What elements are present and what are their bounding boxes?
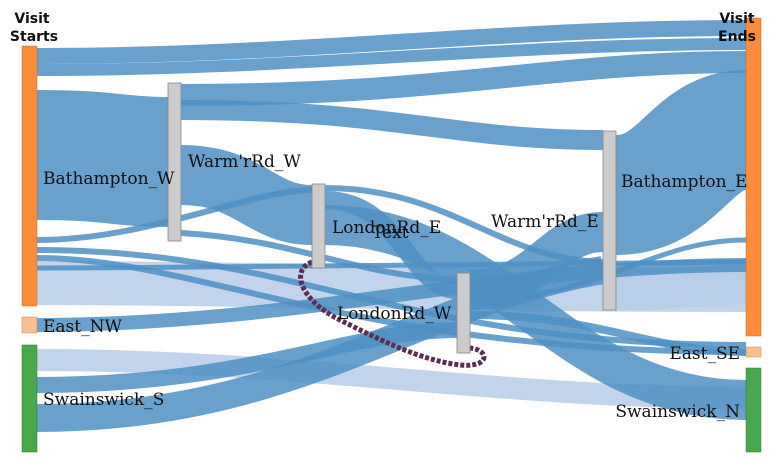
node-visit-ends[interactable] <box>745 17 762 337</box>
label-warmrd-e: Warm'rRd_E <box>491 212 599 232</box>
flow-bathw-warmw <box>36 90 169 227</box>
loop-flow <box>298 259 487 368</box>
flow-thin-8 <box>36 259 747 271</box>
flow-thin-2 <box>36 255 747 355</box>
node-swainswick-s[interactable] <box>21 344 38 453</box>
left-title-line2: Starts <box>10 29 58 45</box>
flow-thin-6 <box>469 311 747 356</box>
flow-thin-1 <box>36 247 747 348</box>
flow-bathe-ends <box>611 70 751 255</box>
label-swainswick-n: Swainswick_N <box>615 402 740 422</box>
flow-bathw-ends-2 <box>36 38 747 76</box>
flow-warmw-bathe <box>180 100 604 150</box>
node-labels: Bathampton_W East_NW Swainswick_S Warm'r… <box>43 152 747 422</box>
flow-thin-5 <box>469 237 747 303</box>
flow-warmw-londone <box>179 145 314 245</box>
right-title-line2: Ends <box>718 29 756 45</box>
flow-swains-warme <box>36 256 606 432</box>
left-title-line1: Visit <box>14 11 50 27</box>
flow-warmw-ends <box>180 51 747 106</box>
label-warmrd-w: Warm'rRd_W <box>188 152 301 172</box>
node-londonrd-e[interactable] <box>311 183 326 269</box>
label-londonrd-e: LondonRd_E <box>332 218 441 238</box>
node-east-se[interactable] <box>745 346 762 358</box>
flow-bathe-to-ends-light <box>615 265 747 310</box>
node-east-nw[interactable] <box>21 316 38 334</box>
flow-thin-7 <box>36 187 313 243</box>
nodes <box>21 17 762 453</box>
node-warmrd-w[interactable] <box>167 82 182 242</box>
label-swainswick-s: Swainswick_S <box>43 390 164 410</box>
node-swainswick-n[interactable] <box>745 367 762 453</box>
label-bathampton-w: Bathampton_W <box>43 169 175 189</box>
flow-thin-4 <box>324 185 604 265</box>
label-east-nw: East_NW <box>43 317 122 337</box>
label-londonrd-w: LondonRd_W <box>337 304 452 324</box>
column-titles: Visit Starts Visit Ends <box>10 11 756 45</box>
label-bathampton-e: Bathampton_E <box>621 172 747 192</box>
node-bathampton-w[interactable] <box>21 45 38 307</box>
flow-eastnw-ends <box>36 258 747 332</box>
node-londonrd-w[interactable] <box>456 272 471 354</box>
flow-bathw-ends-1 <box>36 20 747 64</box>
right-title-line1: Visit <box>719 11 755 27</box>
flows <box>36 20 751 432</box>
label-overlap-text: Text <box>372 223 409 243</box>
label-east-se: East_SE <box>669 344 740 364</box>
flow-swains-londonw <box>36 322 458 393</box>
node-bathampton-e[interactable] <box>602 130 617 311</box>
